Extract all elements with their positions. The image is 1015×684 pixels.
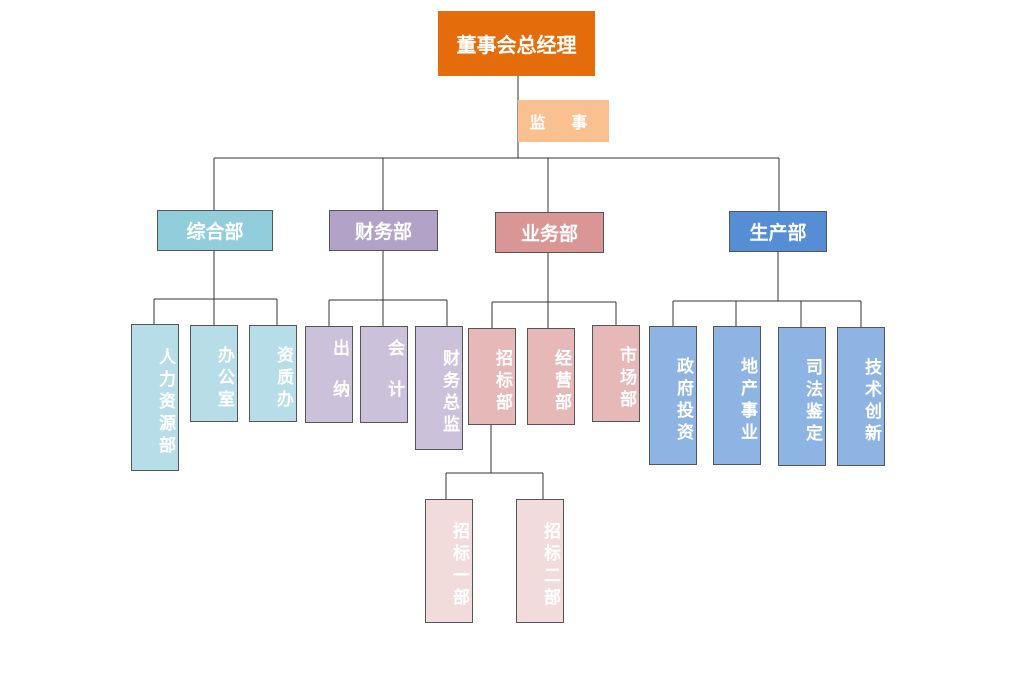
sub-sub-dept-label: 招标一部 bbox=[449, 522, 469, 610]
sub-dept-label: 招标部 bbox=[492, 348, 512, 415]
sub-dept-label: 地产事业 bbox=[737, 356, 757, 445]
sub-dept-label: 政府投资 bbox=[673, 356, 693, 445]
sub-dept-box: 地产事业 bbox=[713, 326, 761, 465]
dept-box: 业务部 bbox=[495, 212, 604, 253]
sub-dept-label: 技术创新 bbox=[861, 357, 881, 446]
sub-dept-label: 司法鉴定 bbox=[802, 357, 822, 446]
supervisor-box: 监 事 bbox=[518, 100, 609, 142]
sub-dept-box: 经营部 bbox=[527, 328, 575, 425]
sub-dept-box: 人力资源部 bbox=[131, 324, 179, 471]
sub-dept-box: 会计 bbox=[360, 326, 408, 423]
sub-dept-label: 财务总监 bbox=[439, 349, 459, 437]
dept-box: 财务部 bbox=[329, 210, 438, 251]
sub-dept-label: 会计 bbox=[384, 338, 404, 421]
ceo-label: 董事会总经理 bbox=[456, 33, 577, 57]
sub-dept-label: 市场部 bbox=[616, 345, 636, 412]
sub-dept-label: 办公室 bbox=[214, 345, 234, 412]
dept-label: 生产部 bbox=[749, 222, 807, 244]
sub-dept-box: 政府投资 bbox=[649, 326, 697, 465]
sub-dept-box: 招标部 bbox=[468, 328, 516, 425]
sub-dept-label: 人力资源部 bbox=[155, 347, 175, 458]
sub-dept-box: 司法鉴定 bbox=[778, 327, 826, 466]
sub-dept-box: 市场部 bbox=[592, 325, 640, 422]
sub-sub-dept-label: 招标二部 bbox=[540, 522, 560, 610]
sub-dept-box: 技术创新 bbox=[837, 327, 885, 466]
sub-dept-box: 出纳 bbox=[305, 326, 353, 423]
sub-dept-box: 资质办 bbox=[249, 325, 297, 422]
sub-dept-label: 资质办 bbox=[273, 345, 293, 412]
sub-dept-box: 财务总监 bbox=[415, 326, 463, 450]
supervisor-label: 监 事 bbox=[529, 113, 598, 132]
dept-box: 生产部 bbox=[729, 211, 827, 252]
dept-label: 财务部 bbox=[354, 221, 412, 243]
ceo-box: 董事会总经理 bbox=[438, 11, 595, 76]
dept-label: 综合部 bbox=[186, 221, 244, 243]
sub-dept-label: 出纳 bbox=[329, 338, 349, 421]
dept-label: 业务部 bbox=[520, 223, 578, 245]
sub-dept-box: 办公室 bbox=[190, 325, 238, 422]
dept-box: 综合部 bbox=[157, 210, 273, 251]
sub-dept-label: 经营部 bbox=[551, 348, 571, 415]
sub-sub-dept-box: 招标二部 bbox=[516, 499, 564, 623]
sub-sub-dept-box: 招标一部 bbox=[425, 499, 473, 623]
